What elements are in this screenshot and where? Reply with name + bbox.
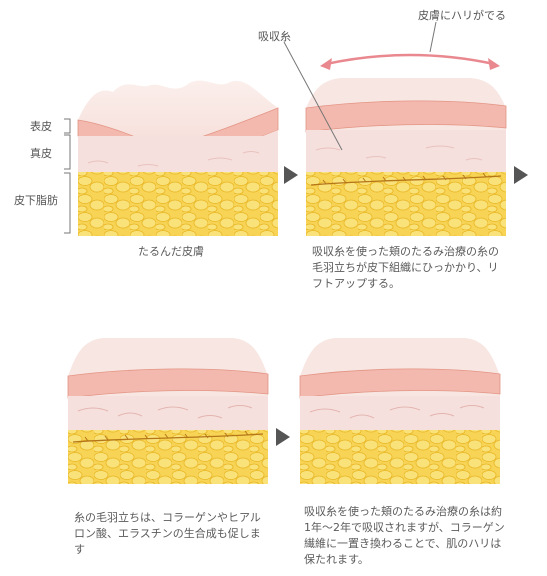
subcutaneous-label: 皮下脂肪 (14, 194, 58, 207)
epidermis-label: 表皮 (30, 120, 52, 133)
flow-arrow-3 (276, 428, 290, 446)
tension-label: 皮膚にハリがでる (418, 9, 506, 22)
caption-panel3: 糸の毛羽立ちは、コラーゲンやヒアルロン酸、エラスチンの生合成も促します (74, 511, 261, 556)
tension-arrow (320, 21, 500, 70)
dermis-label: 真皮 (30, 147, 52, 160)
thread-callout-line (283, 41, 343, 151)
flow-arrow-2 (514, 166, 528, 184)
caption-sagging: たるんだ皮膚 (138, 245, 204, 258)
panel-sagging-skin (77, 80, 279, 236)
panel-collagen (67, 338, 269, 484)
layer-bracket (64, 118, 71, 234)
caption-panel4: 吸収糸を使った頬のたるみ治療の糸は約1年～2年で吸収されますが、コラーゲン繊維に… (304, 505, 505, 566)
panel-thread-lift (305, 78, 507, 236)
caption-panel2: 吸収糸を使った頬のたるみ治療の糸の毛羽立ちが皮下組織にひっかかり、リフトアップす… (312, 245, 499, 290)
flow-arrow-1 (284, 166, 298, 184)
panel-absorbed (299, 338, 501, 484)
thread-label: 吸収糸 (258, 30, 291, 43)
